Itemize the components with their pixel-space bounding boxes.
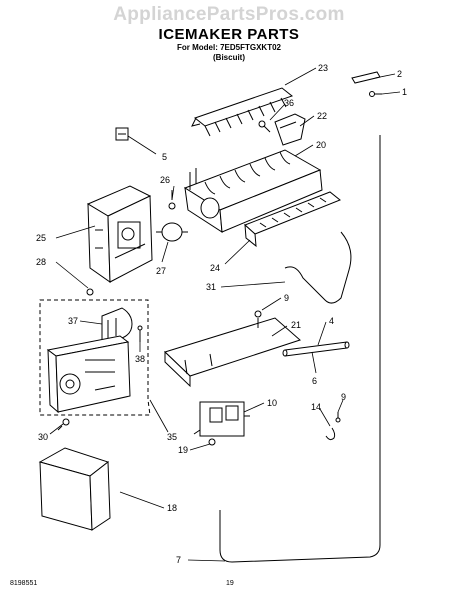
callout-1: 1 xyxy=(402,87,407,97)
callout-30: 30 xyxy=(38,432,48,442)
callout-28: 28 xyxy=(36,257,46,267)
part-mounting-plate xyxy=(164,317,301,388)
part-clip xyxy=(115,127,129,141)
part-screw-9a xyxy=(254,310,262,328)
callout-21: 21 xyxy=(291,320,301,330)
callout-31: 31 xyxy=(206,282,216,292)
part-screw-38 xyxy=(137,325,143,342)
part-control-module xyxy=(46,335,131,414)
part-fill-cup xyxy=(274,113,306,146)
callout-22: 22 xyxy=(317,111,327,121)
model-info: For Model: 7ED5FTGXKT02 (Biscuit) xyxy=(0,43,458,63)
part-bail-arm xyxy=(284,231,352,304)
callout-36: 36 xyxy=(284,98,294,108)
callout-24: 24 xyxy=(210,263,220,273)
callout-35: 35 xyxy=(167,432,177,442)
callout-4: 4 xyxy=(329,316,334,326)
watermark: AppliancePartsPros.com xyxy=(113,4,345,25)
doc-number: 8198551 xyxy=(10,580,38,587)
callout-6: 6 xyxy=(312,376,317,386)
callout-19: 19 xyxy=(178,445,188,455)
callout-7: 7 xyxy=(176,555,181,565)
part-tube-4-6 xyxy=(282,341,350,357)
part-ice-mold xyxy=(183,149,323,233)
callout-14: 14 xyxy=(311,402,321,412)
part-screw-19 xyxy=(208,438,216,446)
page-number: 19 xyxy=(226,580,234,587)
callout-37: 37 xyxy=(68,316,78,326)
callout-25: 25 xyxy=(36,233,46,243)
part-screw-36 xyxy=(258,120,271,133)
part-shield xyxy=(244,191,341,248)
callout-18: 18 xyxy=(167,503,177,513)
leader-lines xyxy=(49,67,401,562)
part-motor xyxy=(101,307,133,345)
callout-20: 20 xyxy=(316,140,326,150)
part-water-tube xyxy=(219,135,381,563)
callout-5: 5 xyxy=(162,152,167,162)
part-cover xyxy=(38,447,111,531)
callout-2: 2 xyxy=(397,69,402,79)
callout-9-upper: 9 xyxy=(284,293,289,303)
callout-27: 27 xyxy=(156,266,166,276)
part-screw-28 xyxy=(86,288,94,296)
callout-26: 26 xyxy=(160,175,170,185)
callout-38: 38 xyxy=(135,354,145,364)
callout-9-lower: 9 xyxy=(341,392,346,402)
part-clamp xyxy=(325,412,341,441)
part-valve xyxy=(193,401,250,437)
color-line: (Biscuit) xyxy=(213,53,245,62)
model-line: For Model: 7ED5FTGXKT02 xyxy=(176,43,281,52)
part-motor-coupler xyxy=(156,222,188,242)
part-control-housing xyxy=(86,185,153,283)
part-bracket-small xyxy=(351,71,382,97)
assembly-outline xyxy=(39,299,151,416)
callout-10: 10 xyxy=(267,398,277,408)
callout-23: 23 xyxy=(318,63,328,73)
part-screw-30 xyxy=(57,418,70,431)
part-ice-stripper xyxy=(191,87,294,137)
page-title: ICEMAKER PARTS xyxy=(158,26,300,43)
callout-labels: 23 2 1 36 22 5 20 26 25 28 27 24 31 9 37… xyxy=(36,63,407,565)
